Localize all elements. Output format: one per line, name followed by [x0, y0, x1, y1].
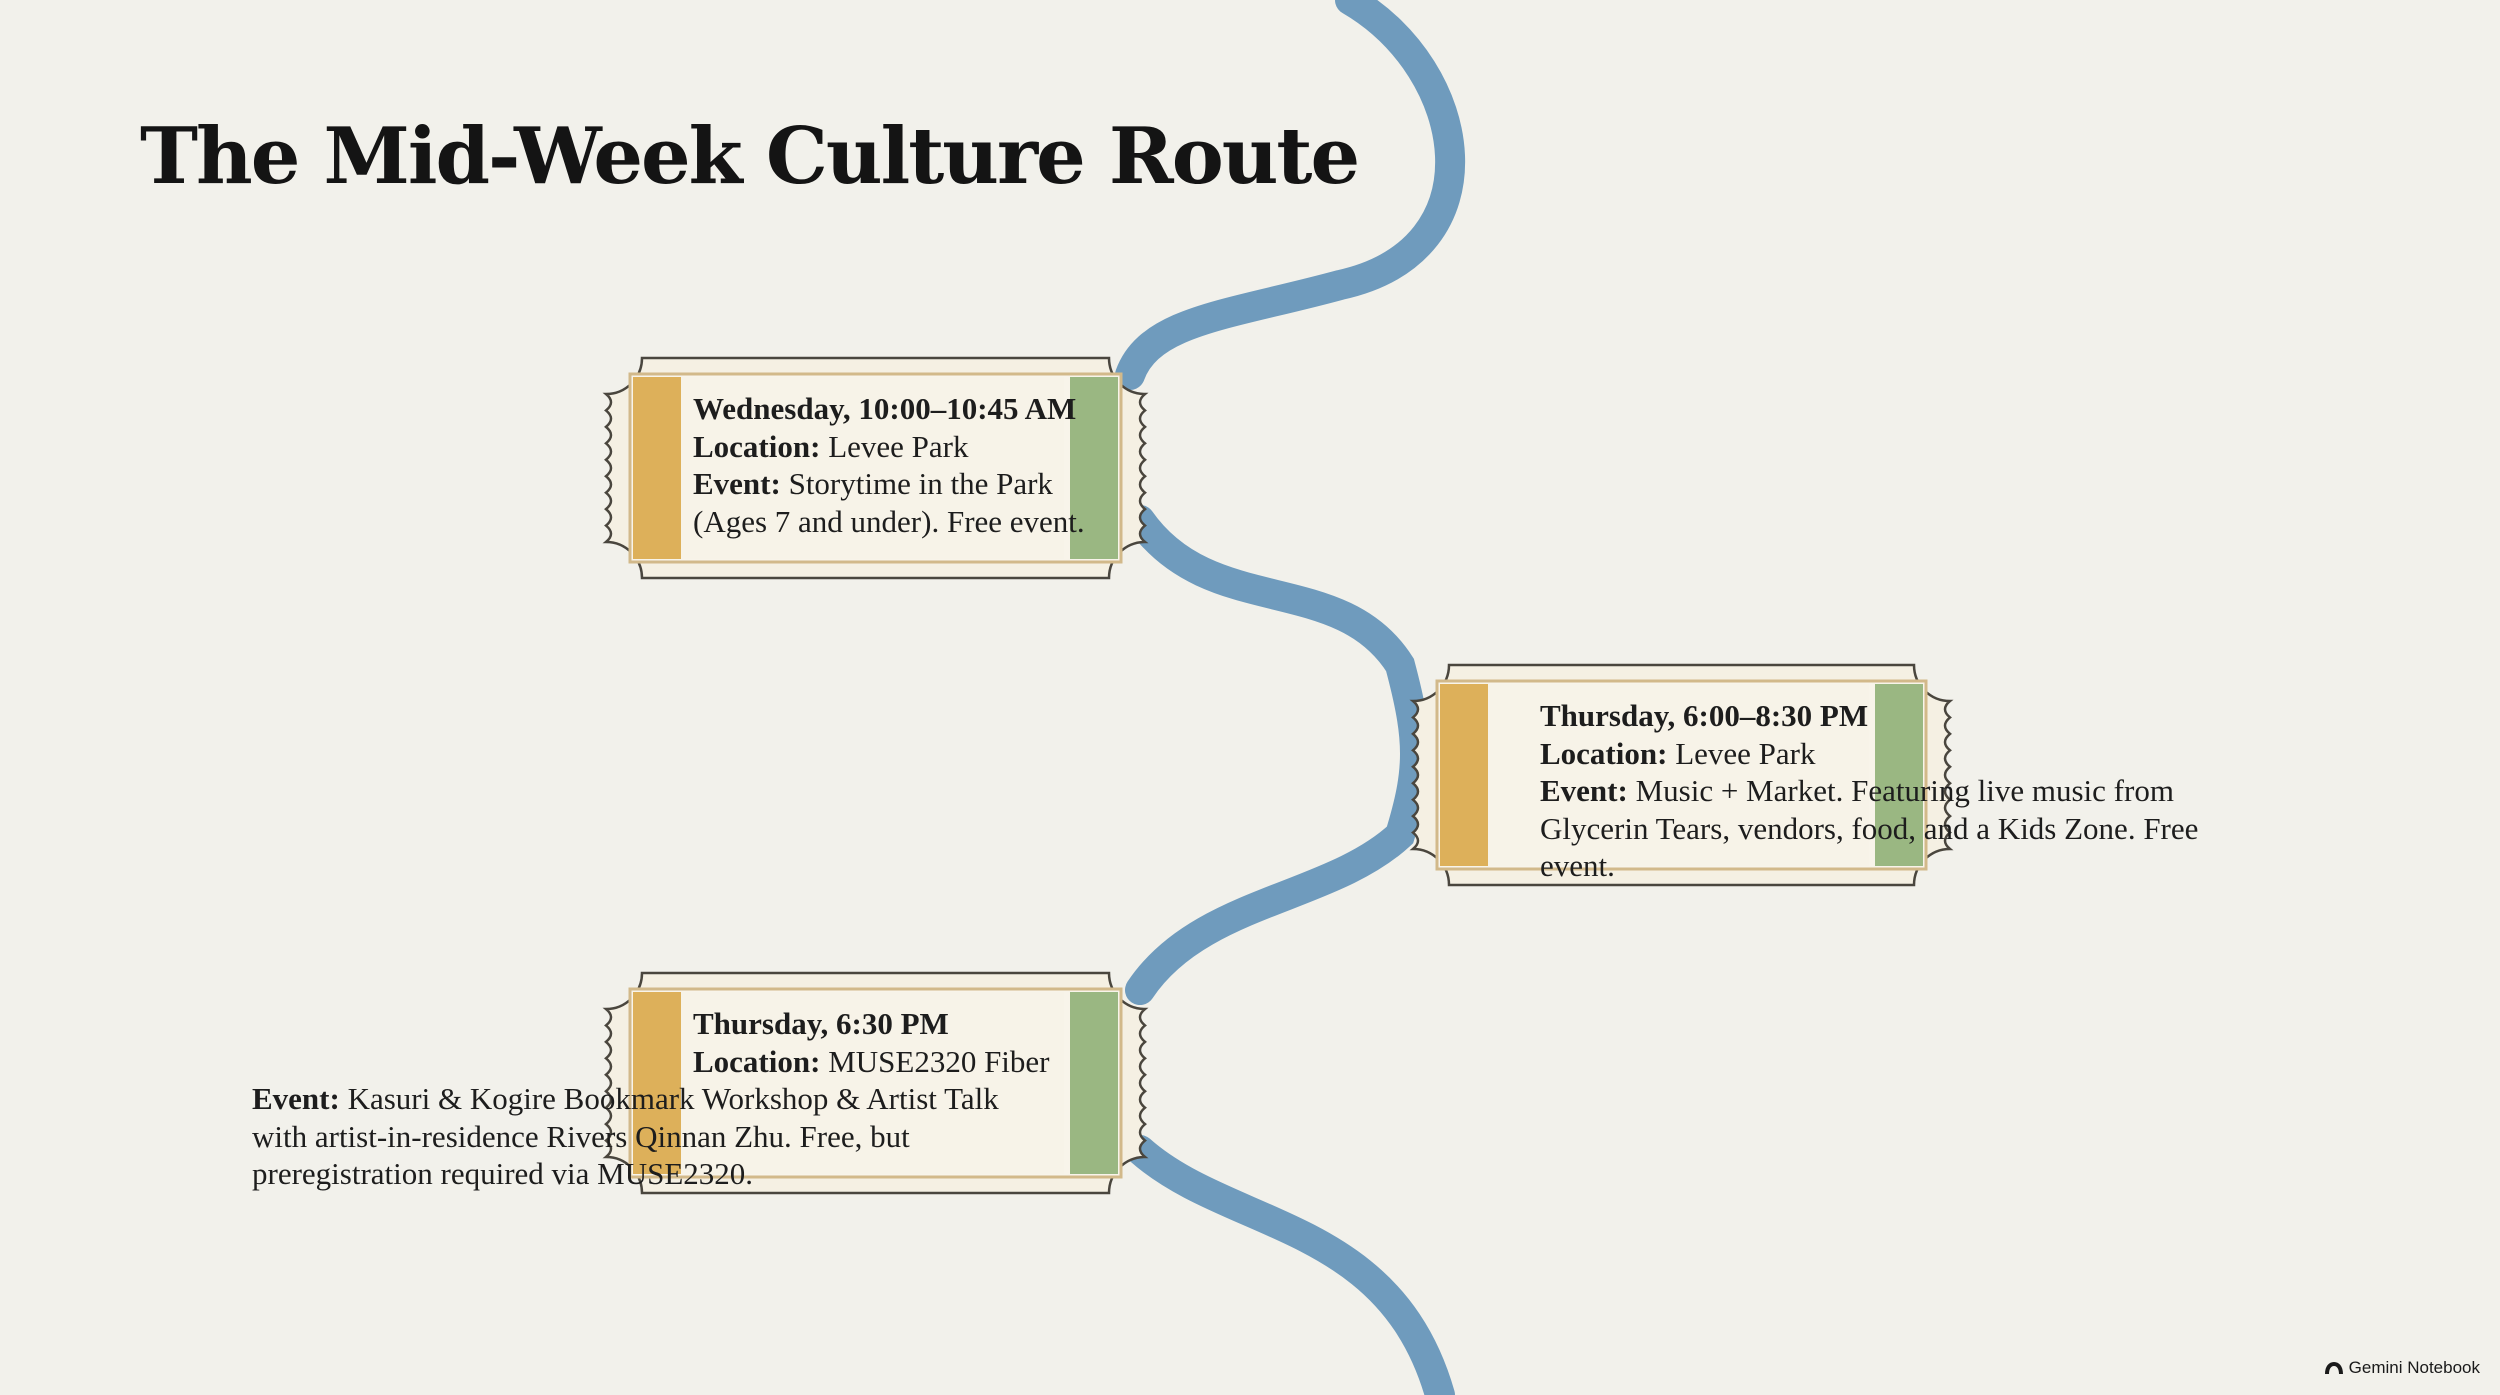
footer-brand: Gemini Notebook — [2348, 1358, 2480, 1377]
event-time: Wednesday, 10:00–10:45 AM — [693, 391, 1077, 426]
ticket-text: Wednesday, 10:00–10:45 AM Location: Leve… — [693, 390, 1123, 540]
ticket-stub-green — [1875, 684, 1923, 866]
event-location: Levee Park — [828, 428, 969, 464]
location-label: Location: — [693, 1043, 821, 1079]
ticket-stub-gold — [633, 992, 681, 1174]
event-location: MUSE2320 Fiber — [828, 1043, 1050, 1079]
event-label: Event: — [1540, 773, 1628, 808]
ticket-shape — [1409, 663, 1954, 887]
page-title: The Mid-Week Culture Route — [140, 111, 1360, 202]
event-description: Music + Market. Featuring live music fro… — [1540, 773, 2199, 883]
event-label: Event: — [252, 1081, 340, 1116]
ticket-text: Thursday, 6:00–8:30 PM Location: Levee P… — [1540, 697, 2260, 885]
ticket-text: Thursday, 6:30 PM Location: MUSE2320 Fib… — [252, 1005, 1050, 1193]
event-description: Storytime in the Park (Ages 7 and under)… — [693, 466, 1085, 539]
ticket-text-panel — [681, 377, 1064, 559]
location-label: Location: — [693, 428, 821, 464]
ticket-text-panel — [1488, 684, 1869, 866]
event-ticket-thursday-evening: Thursday, 6:00–8:30 PM Location: Levee P… — [1405, 657, 2198, 893]
ticket-stub-green — [1070, 992, 1118, 1174]
event-description: Kasuri & Kogire Bookmark Workshop & Arti… — [252, 1081, 999, 1191]
ticket-stub-gold — [1440, 684, 1488, 866]
ticket-stub-gold — [633, 377, 681, 559]
event-ticket-thursday-workshop — [598, 965, 1153, 1201]
ticket-text-panel — [681, 992, 1064, 1174]
ticket-stub-green — [1070, 377, 1118, 559]
event-time: Thursday, 6:30 PM — [693, 1006, 949, 1041]
ticket-shape — [602, 971, 1149, 1195]
gemini-notebook-badge: Gemini Notebook — [2324, 1358, 2480, 1378]
event-ticket-wednesday: Wednesday, 10:00–10:45 AM Location: Leve… — [598, 350, 1153, 586]
event-time: Thursday, 6:00–8:30 PM — [1540, 698, 1869, 733]
gemini-notebook-logo-icon — [2324, 1362, 2343, 1374]
location-label: Location: — [1540, 735, 1668, 771]
event-location: Levee Park — [1675, 735, 1816, 771]
event-label: Event: — [693, 466, 781, 501]
ticket-shape — [602, 356, 1149, 580]
